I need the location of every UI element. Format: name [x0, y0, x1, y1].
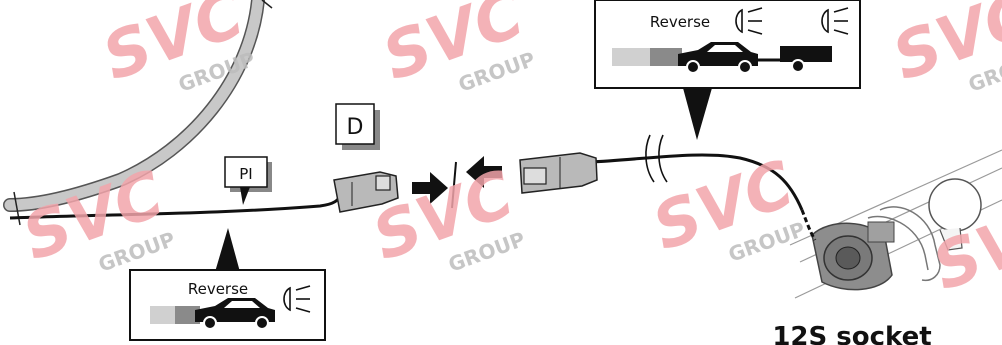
reverse-label-bottom: Reverse — [188, 280, 248, 298]
wire-left — [9, 195, 342, 220]
label-pi-box: PI — [224, 156, 272, 205]
reverse-lamp-icon-2 — [821, 7, 849, 35]
socket-title: 12S socket — [772, 322, 931, 345]
socket-12s — [811, 221, 895, 291]
label-pi: PI — [239, 165, 252, 183]
connector-left — [333, 171, 399, 213]
reverse-lamp-icon-1 — [735, 7, 763, 35]
pointer-bottom — [215, 228, 240, 272]
reverse-box-top: Reverse — [594, 0, 861, 89]
connector-right — [519, 152, 598, 194]
reverse-lamp-icon — [283, 285, 311, 313]
wire-right — [589, 153, 804, 211]
reverse-box-bottom: Reverse — [129, 269, 326, 341]
watermark-main: SVC — [374, 0, 533, 96]
pointer-top — [683, 88, 712, 140]
connect-arrows — [412, 156, 502, 209]
wire-dashed — [800, 209, 817, 241]
gray-cable — [3, 0, 273, 226]
label-d-box: D — [335, 103, 380, 150]
wire-break-marks — [645, 134, 668, 183]
label-d: D — [347, 115, 364, 140]
reverse-label-top: Reverse — [650, 13, 710, 31]
